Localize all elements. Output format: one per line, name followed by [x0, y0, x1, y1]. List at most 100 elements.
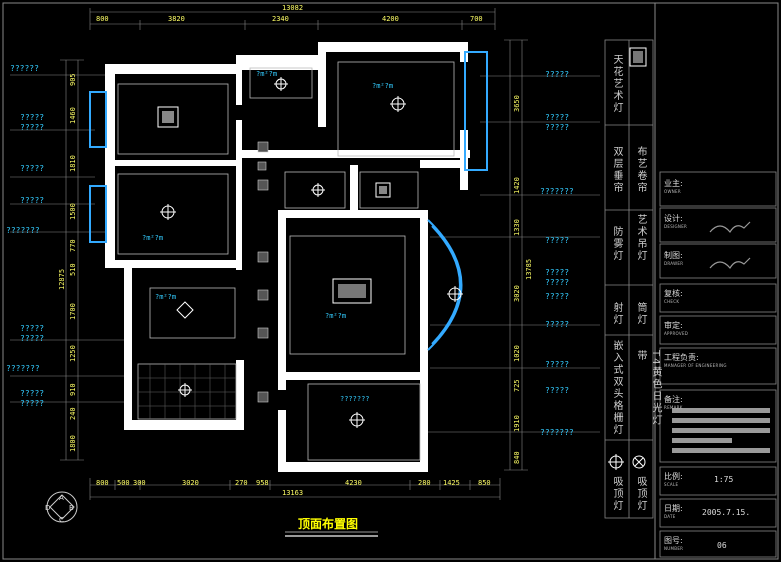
right-dim-7: 840: [513, 451, 521, 464]
top-dim-0: 800: [96, 15, 109, 23]
left-note-9: ?????: [20, 389, 45, 398]
tb-date-value: 2005.7.15.: [702, 508, 751, 517]
right-total-dim: 13785: [525, 258, 533, 280]
tb-remark-label: 备注:: [664, 395, 683, 404]
bottom-dim-0: 800: [96, 479, 109, 487]
top-dim-3: 4200: [382, 15, 399, 23]
bottom-dim-6: 4230: [345, 479, 362, 487]
legend-label-0: 天花艺术灯: [611, 54, 622, 114]
tb-date: 日期: DATE: [664, 503, 683, 519]
top-dim-4: 700: [470, 15, 483, 23]
legend-frame: [604, 39, 654, 519]
left-note-4: ?????: [20, 196, 45, 205]
left-dim-0: 905: [69, 73, 77, 86]
left-dim-10: 1800: [69, 435, 77, 452]
bottom-dim-1: 500: [117, 479, 130, 487]
legend-label-2: 布艺卷帘: [635, 146, 646, 194]
compass-d: D: [45, 504, 50, 512]
legend-label-7: 嵌入式双头格栅灯: [611, 340, 622, 436]
right-note-5: ?????: [545, 268, 570, 277]
left-note-5: ???????: [6, 226, 40, 235]
right-dim-6: 1910: [513, 415, 521, 432]
tb-owner-sub: OWNER: [664, 189, 681, 194]
tb-check-label: 复核:: [664, 289, 683, 298]
tb-designer-label: 设计:: [664, 214, 683, 223]
left-note-0: ??????: [10, 64, 39, 73]
top-dim-2: 2340: [272, 15, 289, 23]
right-note-3: ???????: [540, 187, 574, 196]
legend-label-6: 筒灯: [635, 302, 646, 326]
top-total-dim: 13082: [282, 4, 304, 12]
left-dim-3: 1500: [69, 203, 77, 220]
tb-drawer: 制图: DRAWER: [664, 250, 683, 266]
tb-number-sub: NUMBER: [664, 546, 684, 551]
compass-rose: [46, 491, 78, 523]
window-frames: [89, 51, 488, 351]
left-dim-7: 1250: [69, 345, 77, 362]
bottom-dim-4: 270: [235, 479, 248, 487]
right-note-7: ?????: [545, 292, 570, 301]
tb-owner-label: 业主:: [664, 179, 683, 188]
tb-remark-sub: REMARK: [664, 405, 683, 410]
left-note-3: ?????: [20, 164, 45, 173]
compass-c: C: [59, 516, 64, 524]
tb-approved-label: 审定:: [664, 321, 683, 330]
left-dimension-lines: [60, 59, 84, 461]
right-note-6: ?????: [545, 278, 570, 287]
legend-label-8: T4黄色日光灯带: [635, 350, 661, 427]
art-lamps: [157, 106, 391, 319]
tb-number: 图号: NUMBER: [664, 535, 683, 551]
left-note-1: ?????: [20, 113, 45, 122]
legend-label-5: 射灯: [611, 302, 622, 326]
left-dim-5: 510: [69, 263, 77, 276]
left-dim-8: 910: [69, 383, 77, 396]
tb-owner: 业主: OWNER: [664, 178, 683, 194]
right-note-4: ?????: [545, 236, 570, 245]
remark-bars: [672, 408, 770, 453]
left-note-10: ?????: [20, 399, 45, 408]
right-dim-3: 3020: [513, 285, 521, 302]
tb-designer-sub: DESIGNER: [664, 224, 688, 229]
signatures: [709, 221, 751, 270]
right-note-8: ?????: [545, 320, 570, 329]
bottom-dim-3: 3020: [182, 479, 199, 487]
room-label-living: ?m²?m: [325, 312, 347, 320]
leader-lines: [10, 74, 600, 433]
left-note-2: ?????: [20, 123, 45, 132]
right-note-1: ?????: [545, 113, 570, 122]
bottom-dim-9: 850: [478, 479, 491, 487]
drawing-title: 顶面布置图: [298, 517, 359, 531]
bottom-dim-8: 1425: [443, 479, 460, 487]
right-dim-1: 1420: [513, 177, 521, 194]
right-note-2: ?????: [545, 123, 570, 132]
title-block-frame: [659, 171, 777, 558]
left-note-6: ?????: [20, 324, 45, 333]
legend-icons: [608, 47, 647, 470]
top-dimension-lines: [89, 8, 496, 30]
tb-check-sub: CHECK: [664, 299, 680, 304]
right-dimension-lines: [504, 39, 528, 471]
bottom-total-dim: 13163: [282, 489, 304, 497]
left-total-dim: 12875: [58, 268, 66, 290]
room-label-bedroom: ?m²?m: [142, 234, 164, 242]
legend-label-9: 吸顶灯: [611, 476, 622, 512]
room-label-study: ?m²?m: [155, 293, 177, 301]
tb-date-sub: DATE: [664, 514, 676, 519]
compass-b: B: [69, 504, 74, 512]
tb-approved: 审定: APPROVED: [664, 320, 688, 336]
left-note-8: ???????: [6, 364, 40, 373]
downlights: [257, 141, 269, 403]
right-note-10: ?????: [545, 386, 570, 395]
right-dim-0: 3650: [513, 95, 521, 112]
right-dim-5: 725: [513, 379, 521, 392]
room-label-dining: ???????: [340, 395, 370, 403]
right-dim-2: 1330: [513, 219, 521, 236]
left-dim-4: 770: [69, 239, 77, 252]
tb-manager-sub: MANAGER OF ENGINEERING: [664, 363, 727, 368]
tb-manager-label: 工程负责:: [664, 353, 699, 362]
tb-scale-label: 比例:: [664, 472, 683, 481]
ceiling-lamps: [160, 77, 463, 428]
tb-scale-sub: SCALE: [664, 482, 679, 487]
ceiling-outlines: [117, 61, 455, 461]
